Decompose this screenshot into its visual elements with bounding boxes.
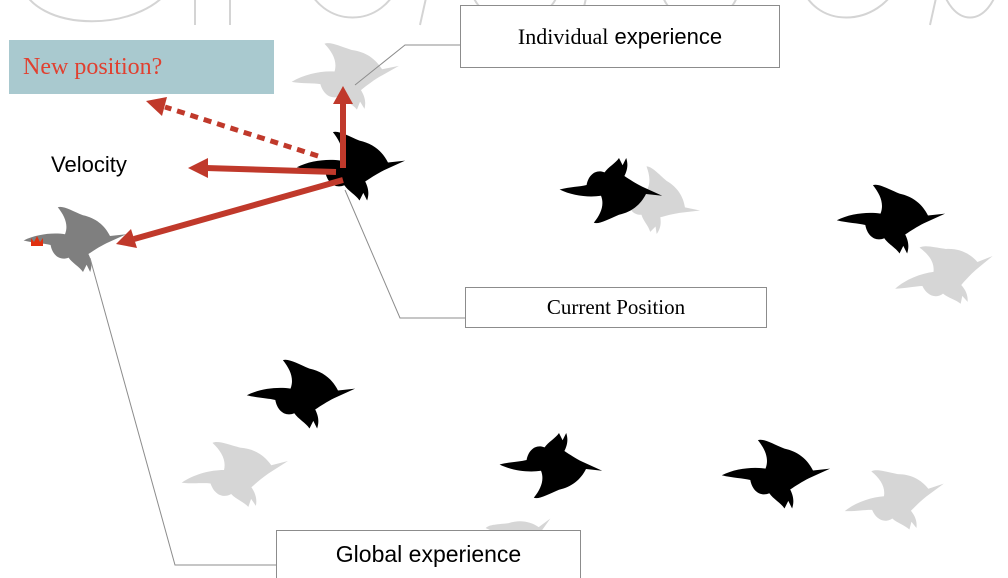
global-experience-label: Global experience bbox=[335, 541, 522, 567]
bird bbox=[721, 439, 831, 509]
bird bbox=[499, 433, 603, 499]
leader-lines bbox=[89, 44, 465, 566]
bird bbox=[246, 359, 356, 429]
ghost-bird bbox=[837, 456, 952, 542]
global-experience-arrow bbox=[133, 177, 344, 242]
ghost-bird bbox=[176, 432, 294, 516]
current-position-box: Current Position bbox=[465, 287, 767, 328]
global-experience-box: Global experience bbox=[276, 530, 581, 578]
velocity-label: Velocity bbox=[51, 152, 127, 177]
individual-experience-arrowhead bbox=[333, 86, 353, 104]
new-position-label: New position? bbox=[23, 53, 163, 80]
global-best-bird bbox=[23, 206, 127, 272]
new-position-box: New position? bbox=[9, 40, 274, 94]
individual-experience-label-part2: experience bbox=[614, 23, 723, 49]
new-position-arrow bbox=[164, 104, 319, 159]
bird bbox=[836, 184, 946, 254]
velocity-arrow bbox=[205, 165, 337, 175]
individual-experience-box: Individual experience bbox=[460, 5, 780, 68]
individual-experience-label-part1: Individual bbox=[517, 23, 609, 49]
current-position-label: Current Position bbox=[546, 295, 686, 319]
new-position-arrowhead bbox=[146, 97, 167, 116]
arrows bbox=[116, 86, 353, 248]
crown-icon bbox=[31, 236, 43, 246]
global-experience-arrowhead bbox=[116, 229, 137, 248]
velocity-arrowhead bbox=[188, 158, 208, 178]
